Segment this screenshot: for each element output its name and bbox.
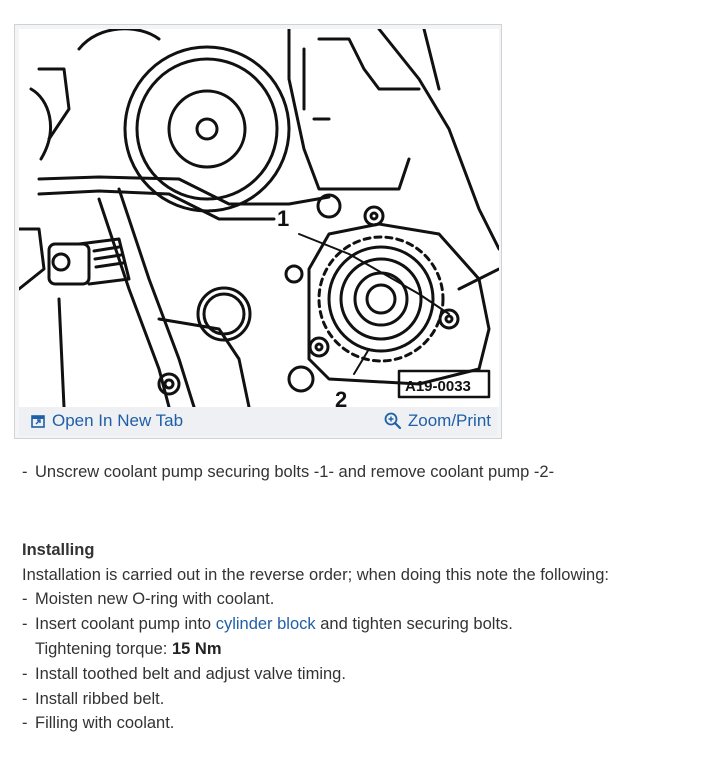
procedure-text: -Unscrew coolant pump securing bolts -1-… xyxy=(22,460,692,736)
install-step-2-after: and tighten securing bolts. xyxy=(315,615,513,634)
figure-container: 1 2 A19-0033 Open In New Tab xyxy=(14,24,502,439)
figure-toolbar: Open In New Tab Zoom/Print xyxy=(19,407,497,436)
figure-id-label: A19-0033 xyxy=(405,378,471,395)
install-step-4: Install ribbed belt. xyxy=(35,689,165,708)
list-item: -Insert coolant pump into cylinder block… xyxy=(22,612,692,637)
list-bullet: - xyxy=(22,463,28,481)
list-bullet: - xyxy=(22,714,28,733)
list-bullet: - xyxy=(22,590,28,609)
list-item: -Filling with coolant. xyxy=(22,711,692,736)
open-in-new-tab-label: Open In New Tab xyxy=(52,411,184,430)
coolant-pump-diagram[interactable]: 1 2 A19-0033 xyxy=(19,29,499,407)
torque-value: 15 Nm xyxy=(171,639,222,658)
callout-2-label: 2 xyxy=(335,387,347,407)
list-item: -Install ribbed belt. xyxy=(22,687,692,712)
removal-step-text: Unscrew coolant pump securing bolts -1- … xyxy=(35,463,555,481)
torque-spec: Tightening torque: 15 Nm xyxy=(22,637,692,662)
magnifier-zoom-icon xyxy=(384,412,402,430)
list-bullet: - xyxy=(22,615,28,634)
open-new-tab-icon xyxy=(31,414,46,429)
list-item: -Install toothed belt and adjust valve t… xyxy=(22,662,692,687)
open-in-new-tab-button[interactable]: Open In New Tab xyxy=(31,411,183,431)
list-bullet: - xyxy=(22,664,28,683)
install-step-2-before: Insert coolant pump into xyxy=(35,615,216,634)
installing-intro: Installation is carried out in the rever… xyxy=(22,565,609,584)
list-bullet: - xyxy=(22,689,28,708)
zoom-print-button[interactable]: Zoom/Print xyxy=(384,411,491,431)
installing-heading: Installing xyxy=(22,540,95,559)
zoom-print-label: Zoom/Print xyxy=(407,411,491,430)
install-step-5: Filling with coolant. xyxy=(35,714,175,733)
torque-label: Tightening torque: xyxy=(35,639,172,658)
engine-line-drawing: 1 2 A19-0033 xyxy=(19,29,499,407)
install-step-1: Moisten new O-ring with coolant. xyxy=(35,590,275,609)
list-item: -Moisten new O-ring with coolant. xyxy=(22,587,692,612)
callout-1-label: 1 xyxy=(277,206,289,231)
cylinder-block-link[interactable]: cylinder block xyxy=(215,615,316,634)
removal-step: -Unscrew coolant pump securing bolts -1-… xyxy=(22,460,692,485)
install-step-3: Install toothed belt and adjust valve ti… xyxy=(35,664,346,683)
